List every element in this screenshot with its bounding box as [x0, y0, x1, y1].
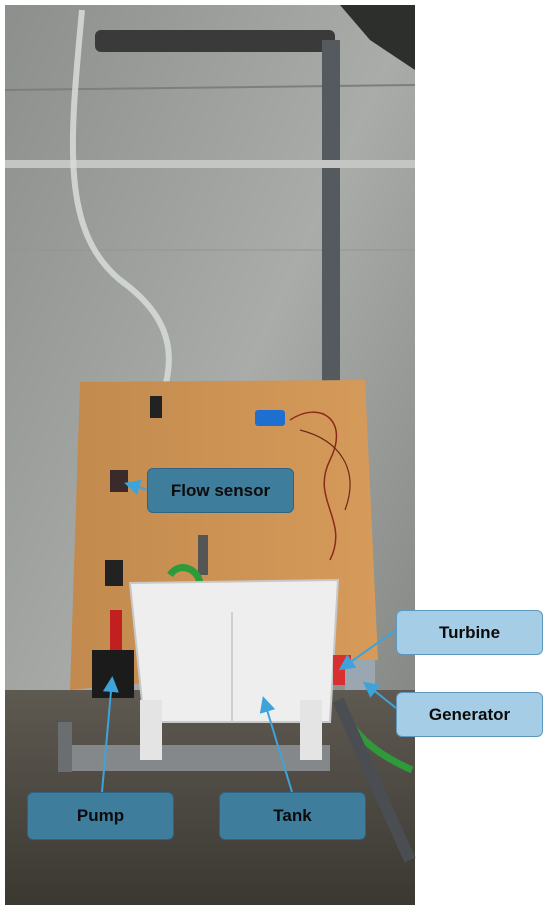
label-tank: Tank — [219, 792, 366, 840]
label-flow-sensor: Flow sensor — [147, 468, 294, 513]
generator-unit — [345, 660, 375, 690]
arrow-pump — [101, 676, 119, 793]
arrow-turbine — [338, 629, 397, 671]
flow-sensor-body — [110, 470, 128, 492]
tank — [128, 578, 340, 723]
ceiling-corner — [340, 5, 415, 70]
label-turbine: Turbine — [396, 610, 543, 655]
label-pump: Pump — [27, 792, 174, 840]
arrow-flow-sensor — [124, 479, 149, 496]
blue-controller — [255, 410, 285, 426]
label-generator: Generator — [396, 692, 543, 737]
arrow-tank — [259, 696, 293, 793]
stand — [60, 745, 330, 771]
arrow-generator — [362, 681, 397, 709]
top-pipe — [95, 30, 335, 52]
pump-body — [92, 650, 134, 698]
conduit — [5, 160, 415, 168]
